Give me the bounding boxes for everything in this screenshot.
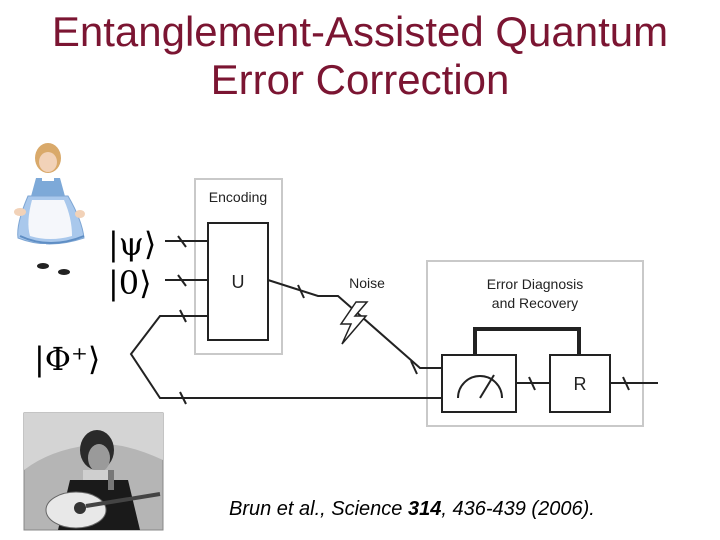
encoding-label: Encoding	[209, 189, 267, 205]
classical-feedforward-wire	[473, 327, 581, 355]
lightning-icon	[339, 301, 369, 345]
citation-volume: 314	[407, 498, 442, 520]
register-slashes	[177, 235, 630, 405]
alice-doll-image	[14, 143, 85, 275]
ket-zero: |0⟩	[108, 264, 152, 302]
slash-noisy	[410, 360, 418, 375]
slide-title-line1: Entanglement-Assisted Quantum	[51, 8, 669, 55]
ebit-source-wires	[129, 315, 190, 399]
noise-label: Noise	[349, 275, 385, 291]
citation: Brun et al., Science 314, 436-439 (2006)…	[229, 498, 595, 521]
measurement-gate	[441, 354, 517, 413]
slash-encoded	[297, 284, 305, 299]
slash-psi	[177, 235, 187, 248]
citation-prefix: Brun et al., Science	[229, 498, 408, 520]
recovery-op-label: R	[574, 374, 587, 394]
recovery-label-line2: and Recovery	[492, 295, 578, 311]
unitary-label: U	[232, 272, 245, 292]
slide-title-line2: Error Correction	[210, 56, 510, 103]
slash-output	[622, 376, 630, 391]
circuit-wires	[129, 240, 658, 399]
meter-icon	[457, 375, 503, 399]
unitary-gate: U	[207, 222, 269, 341]
slash-ebit-bottom	[179, 391, 187, 405]
bob-photo-image	[23, 412, 164, 531]
ket-psi: |ψ⟩	[108, 225, 156, 263]
slide-title: Entanglement-Assisted Quantum Error Corr…	[0, 8, 720, 104]
slash-zero	[177, 274, 187, 287]
recovery-gate: R	[549, 354, 611, 413]
ket-phi-plus: |Φ⁺⟩	[34, 340, 100, 378]
slash-ebit-top	[179, 309, 187, 323]
noise-element: Noise	[339, 275, 385, 345]
recovery-label-line1: Error Diagnosis	[487, 276, 583, 292]
citation-suffix: , 436-439 (2006).	[441, 498, 595, 520]
slash-measured	[528, 376, 536, 391]
